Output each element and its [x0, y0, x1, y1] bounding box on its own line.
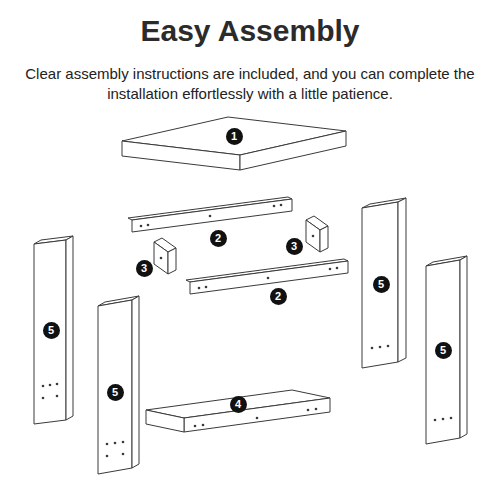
screw-hole: [307, 409, 310, 412]
screw-hole: [49, 384, 52, 387]
screw-hole: [315, 408, 318, 411]
screw-hole: [379, 346, 382, 349]
side-panel-face: [98, 300, 132, 474]
side-panel: [362, 198, 406, 368]
screw-hole: [267, 277, 270, 280]
rail-face: [190, 261, 348, 294]
top-board-face: [240, 131, 346, 170]
callout-number: 2: [270, 288, 287, 305]
screw-hole: [42, 397, 45, 400]
side-panel-face: [34, 240, 66, 424]
side-panel-face: [426, 260, 460, 444]
screw-hole: [147, 224, 150, 227]
screw-hole: [442, 418, 445, 421]
callout-number: 4: [230, 396, 247, 413]
connector-block-face: [168, 248, 176, 274]
callout-number: 5: [373, 276, 390, 293]
screw-hole: [434, 419, 437, 422]
connector-block: [154, 238, 176, 274]
screw-hole: [106, 455, 109, 458]
screw-hole: [194, 425, 197, 428]
caption: Clear assembly instructions are included…: [10, 64, 490, 104]
side-panel-face: [362, 202, 398, 368]
screw-hole: [160, 257, 163, 260]
screw-hole: [371, 347, 374, 350]
screw-hole: [450, 417, 453, 420]
screw-hole: [205, 286, 208, 289]
screw-hole: [209, 215, 212, 218]
screw-hole: [106, 443, 109, 446]
screw-hole: [256, 417, 259, 420]
screw-hole: [329, 268, 332, 271]
callout-number: 3: [286, 238, 303, 255]
side-panel: [34, 236, 73, 424]
connector-block-face: [154, 242, 168, 274]
side-panel-face: [460, 256, 467, 438]
callout-number: 2: [210, 230, 227, 247]
screw-hole: [280, 204, 283, 207]
connector-block: [306, 216, 328, 252]
rail: [128, 197, 292, 232]
bottom-shelf: [146, 390, 330, 432]
page-title: Easy Assembly: [0, 14, 500, 48]
side-panel-face: [398, 198, 406, 362]
connector-block-face: [320, 226, 328, 252]
side-panel-face: [132, 296, 139, 468]
connector-block-face: [306, 220, 320, 252]
screw-hole: [122, 441, 125, 444]
rail: [186, 259, 348, 294]
rail-face: [132, 199, 292, 232]
side-panel-face: [66, 236, 73, 420]
screw-hole: [198, 287, 201, 290]
callout-number: 5: [107, 384, 124, 401]
screw-hole: [202, 424, 205, 427]
screw-hole: [114, 442, 117, 445]
callout-number: 3: [136, 260, 153, 277]
screw-hole: [387, 345, 390, 348]
screw-hole: [56, 383, 59, 386]
bottom-shelf-face: [184, 398, 330, 432]
top-board: [122, 117, 346, 170]
bottom-shelf-face: [146, 410, 184, 432]
top-board-face: [122, 141, 240, 170]
side-panel: [98, 296, 139, 474]
screw-hole: [56, 395, 59, 398]
screw-hole: [336, 267, 339, 270]
callout-number: 5: [43, 322, 60, 339]
screw-hole: [273, 205, 276, 208]
side-panel: [426, 256, 467, 444]
screw-hole: [140, 225, 143, 228]
screw-hole: [42, 385, 45, 388]
screw-hole: [122, 453, 125, 456]
screw-hole: [312, 235, 315, 238]
callout-number: 5: [435, 342, 452, 359]
callout-number: 1: [226, 128, 243, 145]
